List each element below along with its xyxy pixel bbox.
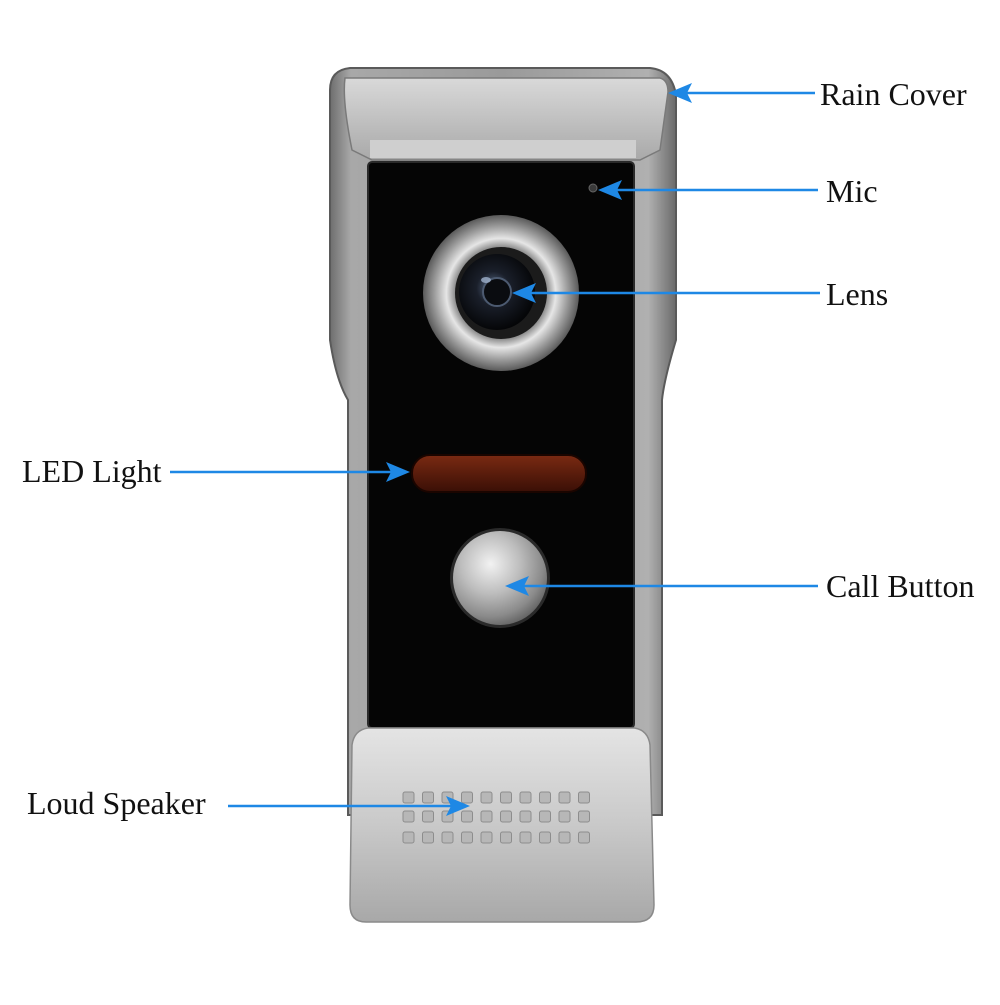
label-mic: Mic (826, 173, 878, 209)
speaker-hole (539, 791, 551, 804)
label-call-button: Call Button (826, 568, 975, 604)
speaker-hole (480, 791, 493, 804)
speaker-cover (349, 727, 655, 923)
speaker-hole (441, 831, 454, 844)
mic-arrow-head (598, 180, 622, 200)
speaker-hole (558, 791, 571, 804)
call-button (453, 531, 547, 625)
speaker-hole (539, 810, 551, 823)
speaker-hole (539, 831, 551, 844)
lens-arrow-head (512, 283, 536, 303)
rain-cover-arrow-head (668, 83, 692, 103)
lens-glint (481, 277, 491, 283)
speaker-hole (500, 831, 512, 844)
speaker-hole (461, 831, 473, 844)
speaker-hole (578, 791, 590, 804)
speaker-hole (578, 810, 590, 823)
call-button-arrow-head (505, 576, 529, 596)
speaker-hole (461, 810, 473, 823)
lens-center (482, 277, 512, 307)
callout-arrows (170, 83, 820, 816)
mic-hole (588, 183, 598, 193)
speaker-hole (558, 810, 571, 823)
speaker-hole (422, 831, 434, 844)
speaker-hole (480, 810, 493, 823)
speaker-hole (500, 791, 512, 804)
label-lens: Lens (826, 276, 889, 312)
label-rain-cover: Rain Cover (820, 76, 967, 112)
speaker-hole (422, 791, 434, 804)
speaker-hole (402, 831, 415, 844)
hood-lip (370, 140, 636, 158)
label-loud-speaker: Loud Speaker (27, 785, 206, 821)
rain-cover (343, 77, 669, 161)
speaker-hole (558, 831, 571, 844)
speaker-hole (422, 810, 434, 823)
led-light-arrow-head (386, 462, 410, 482)
speaker-hole (480, 831, 493, 844)
speaker-hole (402, 791, 415, 804)
label-led-light: LED Light (22, 453, 162, 489)
speaker-hole (519, 831, 532, 844)
speaker-hole (519, 810, 532, 823)
speaker-hole (578, 831, 590, 844)
speaker-hole (461, 791, 473, 804)
speaker-hole (500, 810, 512, 823)
led-bar (411, 454, 587, 493)
loud-speaker-arrow-head (446, 796, 470, 816)
speaker-hole (402, 810, 415, 823)
speaker-hole (519, 791, 532, 804)
speaker-grille (402, 791, 590, 844)
